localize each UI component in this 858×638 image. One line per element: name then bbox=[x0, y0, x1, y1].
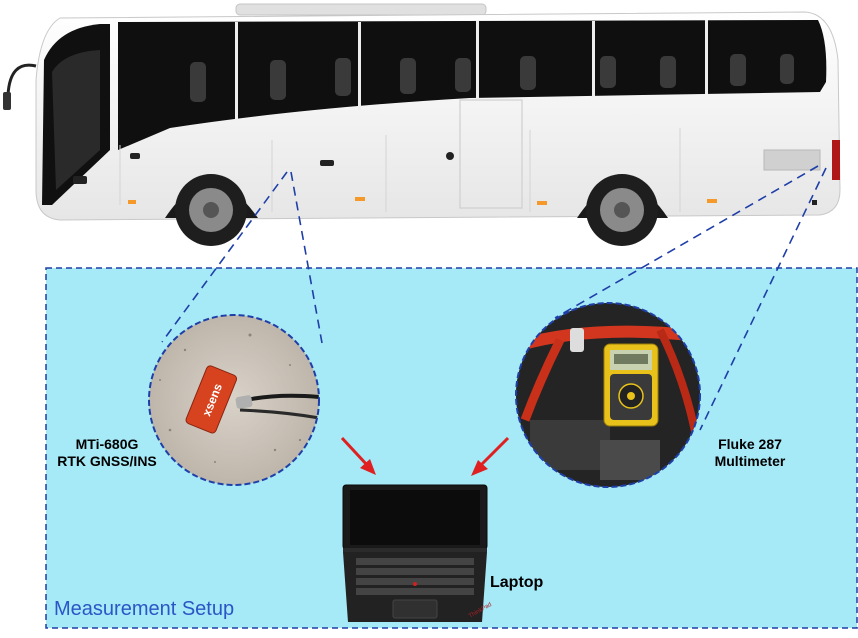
laptop-image: ThinkPad bbox=[342, 484, 493, 622]
bus-rear-wheel bbox=[586, 174, 658, 246]
multimeter-photo bbox=[515, 302, 701, 488]
xsens-sensor-photo: xsens bbox=[148, 314, 320, 486]
multimeter-label-line1: Fluke 287 bbox=[718, 436, 782, 452]
multimeter-label-line2: Multimeter bbox=[714, 453, 786, 469]
red-arrow-left bbox=[340, 436, 376, 475]
red-arrow-right bbox=[471, 436, 510, 476]
connector-lines bbox=[161, 165, 827, 431]
laptop-label: Laptop bbox=[490, 574, 544, 591]
imu-label-line1: MTi-680G bbox=[75, 436, 139, 452]
bus-image bbox=[3, 3, 841, 246]
bus-front-wheel bbox=[175, 174, 247, 246]
imu-label: MTi-680G RTK GNSS/INS bbox=[48, 436, 166, 470]
multimeter-label: Fluke 287 Multimeter bbox=[696, 436, 804, 470]
imu-label-line2: RTK GNSS/INS bbox=[57, 453, 157, 469]
setup-title: Measurement Setup bbox=[54, 598, 235, 620]
